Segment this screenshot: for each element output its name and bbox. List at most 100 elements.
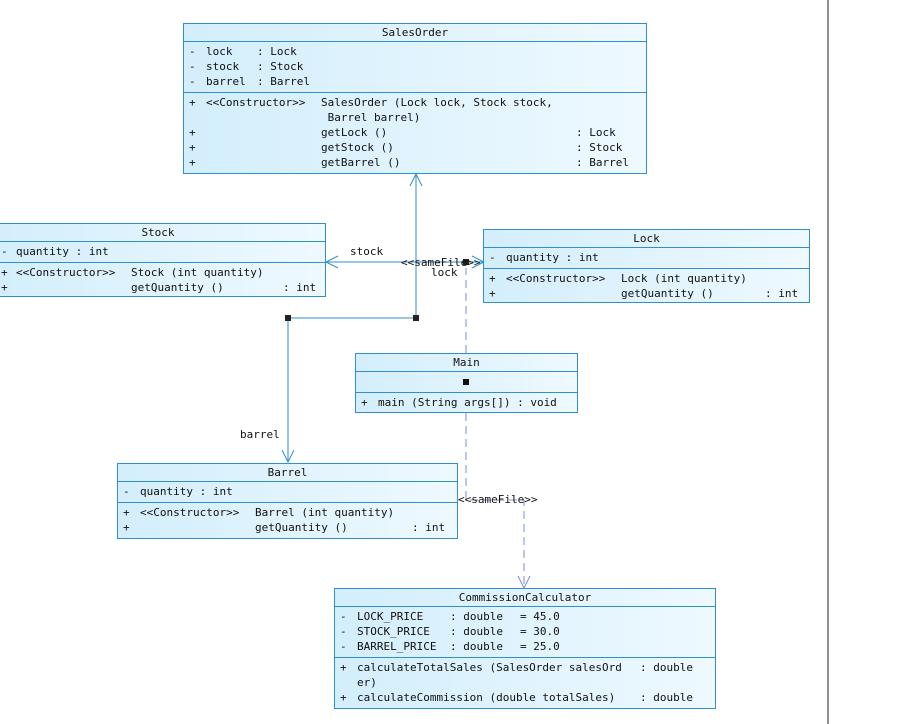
class-name: Lock — [484, 230, 809, 248]
operations-section: + calculateTotalSales (SalesOrder salesOr… — [335, 658, 715, 708]
selection-handle — [463, 379, 469, 385]
visibility: + — [361, 396, 368, 409]
visibility: + — [189, 141, 196, 154]
attribute-type: : double — [450, 625, 503, 638]
attribute-type: : Stock — [257, 60, 304, 73]
bend-handle-right — [413, 315, 419, 321]
operations-section: +<<Constructor>>SalesOrder (Lock lock, S… — [184, 93, 646, 173]
class-name: Barrel — [118, 464, 457, 482]
operation-signature: Lock (int quantity) — [621, 272, 747, 285]
attribute-value: = 45.0 — [520, 610, 560, 623]
class-salesorder[interactable]: SalesOrder -lock: Lock -stock: Stock -ba… — [183, 23, 647, 174]
attribute-type: : double — [450, 640, 503, 653]
operation-return-type: : Barrel — [576, 156, 629, 169]
stereotype: <<Constructor>> — [206, 96, 306, 109]
visibility: - — [1, 245, 8, 258]
visibility: + — [189, 96, 196, 109]
visibility: + — [340, 661, 347, 674]
visibility: + — [189, 156, 196, 169]
attribute: quantity : int — [16, 245, 109, 258]
operation-signature: er) — [357, 676, 377, 689]
stock-role-label: stock — [350, 245, 384, 258]
junction-handle — [463, 259, 469, 265]
class-lock[interactable]: Lock -quantity : int + <<Constructor>> Loc… — [483, 229, 810, 303]
visibility: + — [123, 506, 130, 519]
operation-signature: getStock () — [321, 141, 394, 154]
stereotype: <<Constructor>> — [16, 266, 116, 279]
visibility: - — [189, 60, 196, 73]
attributes-section: -quantity : int — [484, 248, 809, 269]
class-name: SalesOrder — [184, 24, 646, 42]
attribute-type: : Lock — [257, 45, 297, 58]
bend-handle-left — [285, 315, 291, 321]
association-trunk-arrow — [409, 172, 423, 187]
operation-signature: main (String args[]) : void — [378, 396, 557, 409]
operation-return-type: : int — [412, 521, 446, 534]
visibility: + — [189, 126, 196, 139]
class-commissioncalculator[interactable]: CommissionCalculator -LOCK_PRICE: double… — [334, 588, 716, 709]
class-name: CommissionCalculator — [335, 589, 715, 607]
operation-return-type: : double — [640, 691, 693, 704]
visibility: - — [189, 45, 196, 58]
operation-return-type: : int — [765, 287, 799, 300]
attribute: quantity : int — [506, 251, 599, 264]
barrel-role-label: barrel — [240, 428, 280, 441]
class-main[interactable]: Main + main (String args[]) : void — [355, 353, 578, 413]
attributes-section: -lock: Lock -stock: Stock -barrel: Barre… — [184, 42, 646, 93]
attributes-section: -quantity : int — [0, 242, 325, 263]
visibility: - — [340, 640, 347, 653]
attribute-value: = 30.0 — [520, 625, 560, 638]
association-barrel-arrow — [281, 449, 295, 464]
operation-signature: Barrel (int quantity) — [255, 506, 395, 519]
visibility: - — [340, 610, 347, 623]
operation-signature: getQuantity () — [621, 287, 714, 300]
visibility: + — [489, 287, 496, 300]
operations-section: + <<Constructor>> Lock (int quantity) + get… — [484, 269, 809, 302]
operation-signature: calculateTotalSales (SalesOrder salesOrd — [357, 661, 622, 674]
visibility: + — [1, 281, 8, 294]
attribute-name: stock — [206, 60, 240, 73]
class-name: Main — [356, 354, 577, 372]
stereotype: <<Constructor>> — [506, 272, 606, 285]
attribute: quantity : int — [140, 485, 233, 498]
visibility: - — [340, 625, 347, 638]
class-name: Stock — [0, 224, 325, 242]
operation-return-type: : Lock — [576, 126, 616, 139]
attribute-name: barrel — [206, 75, 246, 88]
operation-signature: calculateCommission (double totalSales) — [357, 691, 616, 704]
attribute-type: : Barrel — [257, 75, 310, 88]
attribute-value: = 25.0 — [520, 640, 560, 653]
attributes-section: -LOCK_PRICE: double= 45.0 -STOCK_PRICE: … — [335, 607, 715, 658]
operation-signature: getQuantity () — [255, 521, 348, 534]
operations-section: +<<Constructor>>Stock (int quantity) +ge… — [0, 263, 325, 296]
class-barrel[interactable]: Barrel -quantity : int + <<Constructor>> B… — [117, 463, 458, 539]
stereotype: <<Constructor>> — [140, 506, 240, 519]
attribute-name: LOCK_PRICE — [357, 610, 424, 623]
attribute-type: : double — [450, 610, 503, 623]
visibility: + — [340, 691, 347, 704]
operation-return-type: : int — [283, 281, 317, 294]
class-stock[interactable]: Stock -quantity : int +<<Constructor>>St… — [0, 223, 326, 297]
dependency-commission-line — [465, 413, 525, 588]
attribute-name: lock — [206, 45, 233, 58]
operation-signature: getQuantity () — [131, 281, 224, 294]
visibility: + — [123, 521, 130, 534]
attributes-section: -quantity : int — [118, 482, 457, 503]
visibility: + — [489, 272, 496, 285]
operation-signature: getBarrel () — [321, 156, 401, 169]
samefile-top-label: <<sameFile>> — [401, 256, 481, 269]
operation-signature: getLock () — [321, 126, 388, 139]
visibility: - — [489, 251, 496, 264]
operations-section: + main (String args[]) : void — [356, 393, 577, 412]
visibility: - — [189, 75, 196, 88]
visibility: + — [1, 266, 8, 279]
association-stock-arrow — [324, 255, 339, 269]
lock-role-label: lock — [431, 266, 458, 279]
samefile-bottom-label: <<sameFile>> — [458, 493, 538, 506]
attribute-name: STOCK_PRICE — [357, 625, 430, 638]
operation-return-type: : double — [640, 661, 693, 674]
operation-signature: Barrel barrel) — [321, 111, 421, 124]
attribute-name: BARREL_PRICE — [357, 640, 437, 653]
visibility: - — [123, 485, 130, 498]
